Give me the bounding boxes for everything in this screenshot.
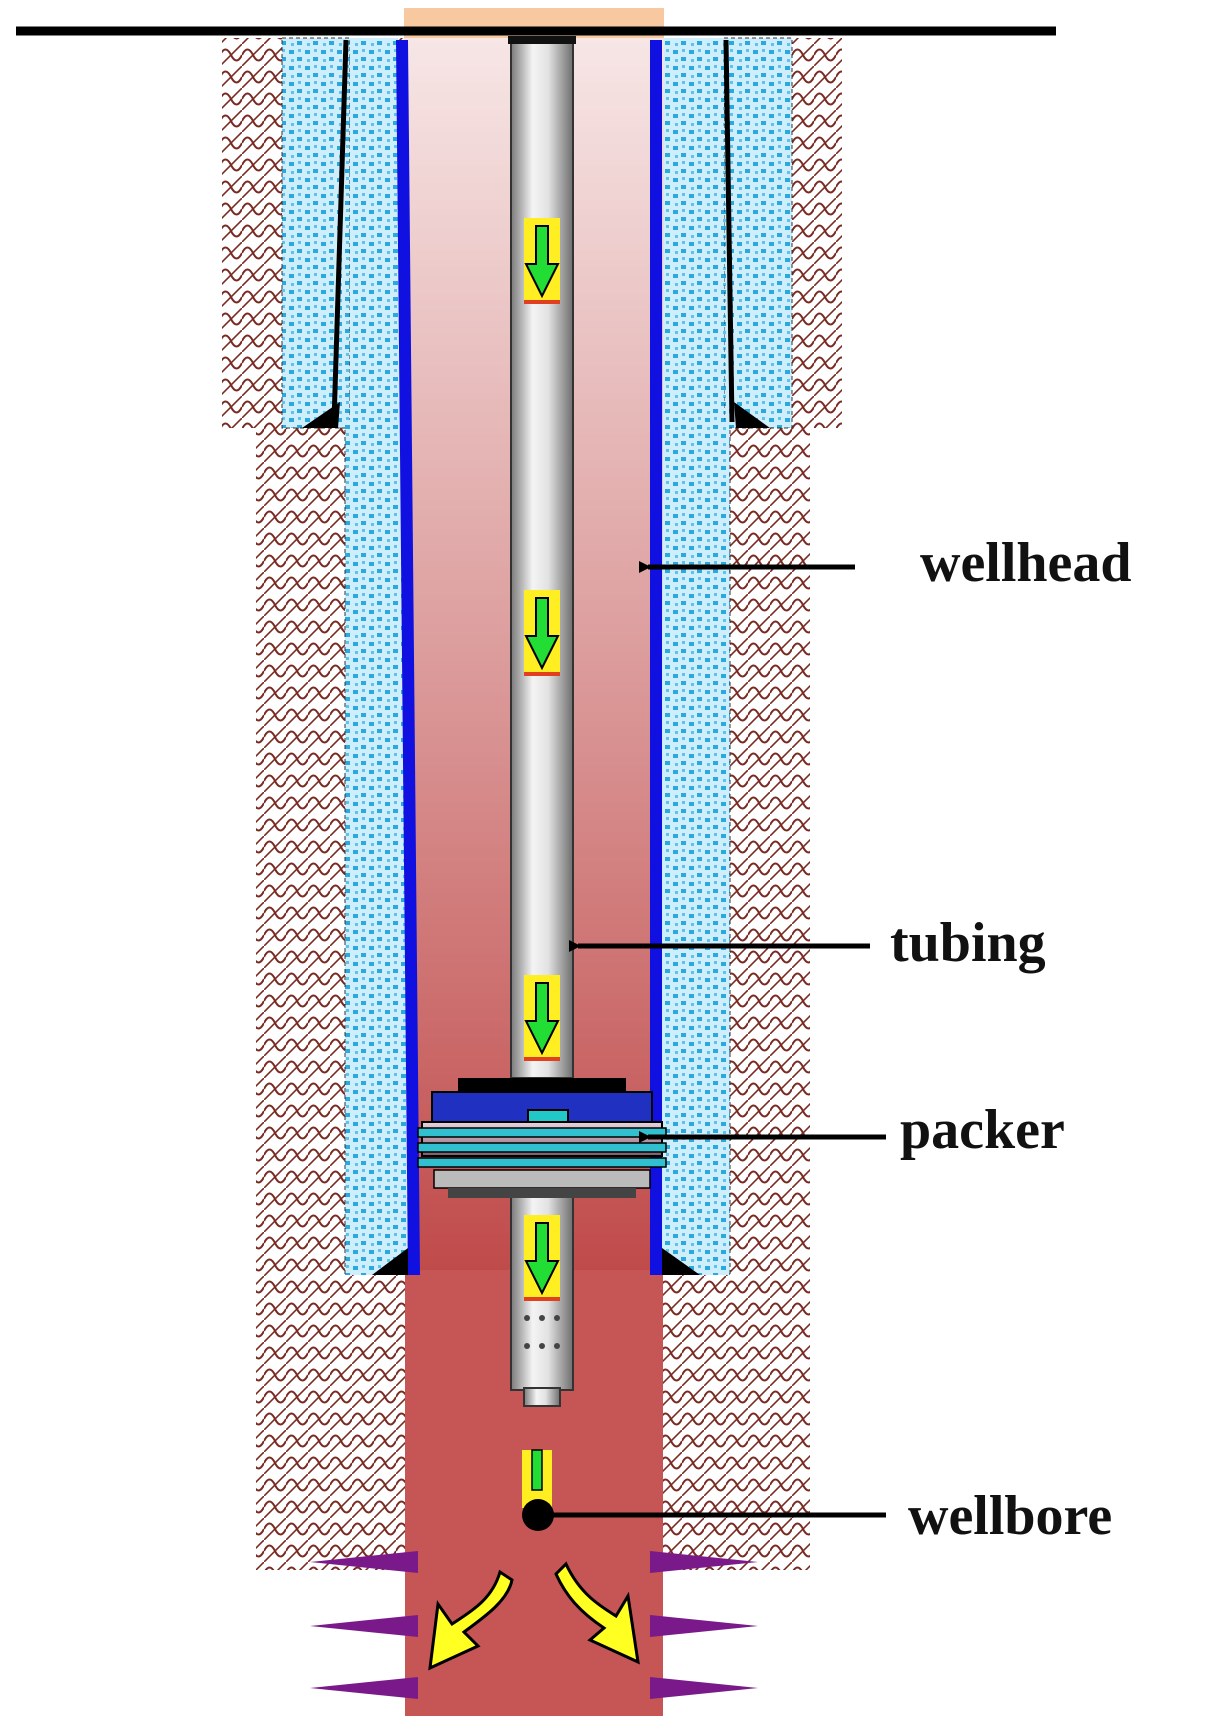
- tubing-label: tubing: [890, 912, 1046, 974]
- flow-arrows: [524, 218, 560, 1301]
- perforation-spike-icon: [650, 1551, 758, 1573]
- cement-sheath: [281, 37, 793, 1275]
- return-flow-arrows: [428, 1561, 640, 1671]
- packer-label: packer: [900, 1099, 1065, 1161]
- curved-arrow-icon: [428, 1569, 514, 1671]
- surface-casing: [302, 39, 770, 428]
- wellbore-marker: [522, 1449, 554, 1531]
- perforation-spike-icon: [310, 1677, 418, 1699]
- down-arrow-icon: [524, 218, 560, 304]
- wellhead-label: wellhead: [920, 532, 1132, 594]
- perforation-spike-icon: [310, 1615, 418, 1637]
- leader-lines: [548, 561, 886, 1518]
- perforation-spike-icon: [650, 1677, 758, 1699]
- curved-arrow-icon: [554, 1561, 640, 1665]
- down-arrow-icon: [524, 1215, 560, 1301]
- packer-assembly: [417, 1078, 667, 1198]
- perforation-spike-icon: [310, 1551, 418, 1573]
- production-casing: [372, 39, 700, 1276]
- perforations: [310, 1551, 758, 1699]
- down-arrow-icon: [524, 590, 560, 676]
- wellbore-label: wellbore: [908, 1485, 1113, 1547]
- perforation-spike-icon: [650, 1615, 758, 1637]
- down-arrow-icon: [524, 975, 560, 1061]
